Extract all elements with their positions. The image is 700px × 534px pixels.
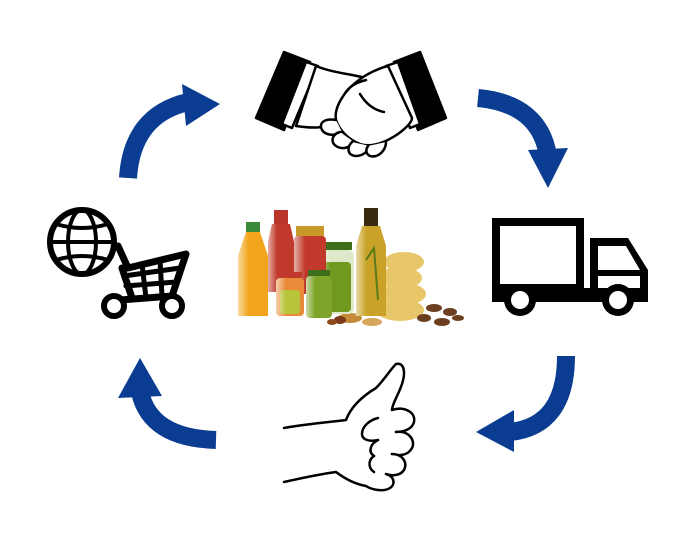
delivery-truck-icon [492, 218, 648, 316]
pasta-nests [376, 252, 426, 321]
olive-jar [306, 270, 332, 318]
arrow-handshake-to-truck [476, 89, 568, 188]
arrow-thumbsup-to-cart [118, 358, 217, 449]
globe-shopping-cart-icon [47, 207, 190, 319]
beans [327, 316, 346, 325]
food-products-image [238, 208, 464, 326]
cycle-arrows [118, 84, 575, 452]
arrow-cart-to-handshake [119, 84, 220, 179]
oil-bottle [356, 208, 386, 316]
small-jar [276, 272, 304, 316]
arrow-truck-to-thumbsup [476, 355, 575, 452]
thumbs-up-icon [282, 362, 416, 492]
juice-bottle [238, 222, 268, 316]
handshake-icon [254, 50, 448, 158]
